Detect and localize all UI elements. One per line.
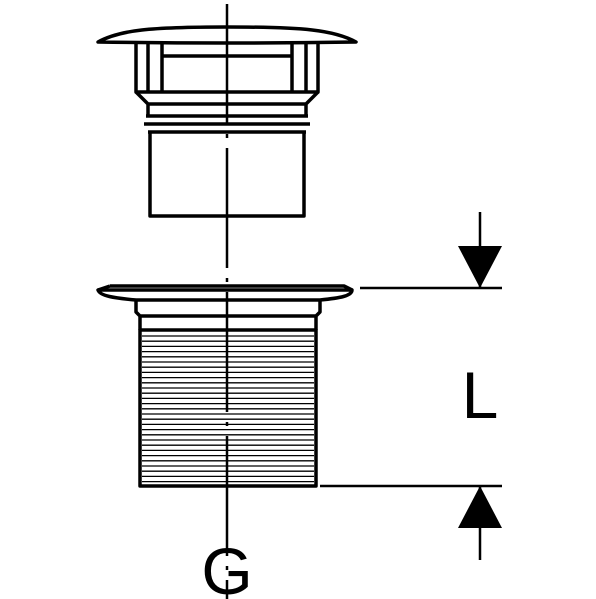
dimension-label: L — [462, 358, 499, 432]
drain-flange — [96, 288, 354, 302]
plug-guide-lug-right — [290, 44, 308, 92]
drain-flange-top — [97, 284, 353, 292]
thread-lines — [142, 335, 314, 483]
drain-body — [96, 284, 354, 488]
thread-label: G — [201, 534, 252, 599]
dimension-l: L — [320, 212, 502, 560]
dimension-arrow-down-icon — [458, 246, 502, 288]
dimension-arrow-up-icon — [458, 486, 502, 528]
drain-threaded-body — [138, 328, 318, 488]
plug-guide-lug-left — [146, 44, 164, 92]
